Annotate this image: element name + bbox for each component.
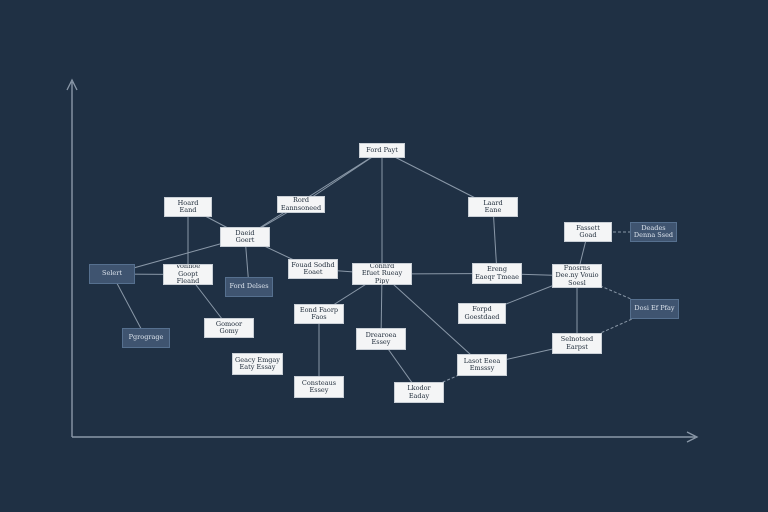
edge-r1-rm [492, 206, 498, 274]
x-axis-arrowhead [686, 431, 699, 443]
node-consteaus[interactable]: Consteaus Essey [294, 376, 344, 398]
node-deades[interactable]: Deades Denna Ssed [630, 222, 677, 242]
node-lkodor-eaday[interactable]: Lkodor Eaday [394, 382, 444, 403]
node-eond-faorp[interactable]: Eond Faorp Faos [294, 304, 344, 324]
node-ford-delses[interactable]: Ford Delses [225, 277, 273, 297]
node-vonnoe[interactable]: Vonnoe Goopt Fleand [163, 264, 213, 285]
node-drearoea[interactable]: Drearoea Essey [356, 328, 406, 350]
node-selnotsed[interactable]: Selnotsed Earpst [552, 333, 602, 354]
node-geacy-emgay[interactable]: Geacy Emgay Eaty Essay [232, 353, 283, 375]
edge-top-cl [244, 150, 383, 238]
node-gomoor-gomy[interactable]: Gomoor Gomy [204, 318, 254, 338]
y-axis-arrowhead [66, 78, 78, 91]
edge-select-pgrograge [111, 273, 147, 339]
node-fnosrns[interactable]: Fnosrns Dee.ny Vouio Soesl [552, 264, 602, 288]
node-lasot-eeea[interactable]: Lasot Eeea Emsssy [457, 354, 507, 376]
node-daeid-goert[interactable]: Daeid Goert [220, 227, 270, 247]
node-laard-eane[interactable]: Laard Eane [468, 197, 518, 217]
node-pgrograge[interactable]: Pgrograge [122, 328, 170, 348]
node-fassett-goad[interactable]: Fassett Goad [564, 222, 612, 242]
node-fouad-sodhd[interactable]: Fouad Sodhd Eoaet [288, 259, 338, 279]
edge-center-rb [381, 273, 483, 366]
node-dosi-ef-pfay[interactable]: Dosi Ef Pfay [630, 299, 679, 319]
node-ereng[interactable]: Ereng Eaeqr Tmeae [472, 263, 522, 284]
node-forpd[interactable]: Forpd Goestdaed [458, 303, 506, 324]
node-selert[interactable]: Selert [89, 264, 135, 284]
node-connrd[interactable]: Connrd Efuet Rueay Pipy [352, 263, 412, 285]
node-hoard-eand[interactable]: Hoard Eand [164, 197, 212, 217]
node-rord[interactable]: Rord Eannsoneed [277, 196, 325, 213]
node-ford-payt[interactable]: Ford Payt [359, 143, 405, 158]
diagram-axes [66, 78, 699, 443]
